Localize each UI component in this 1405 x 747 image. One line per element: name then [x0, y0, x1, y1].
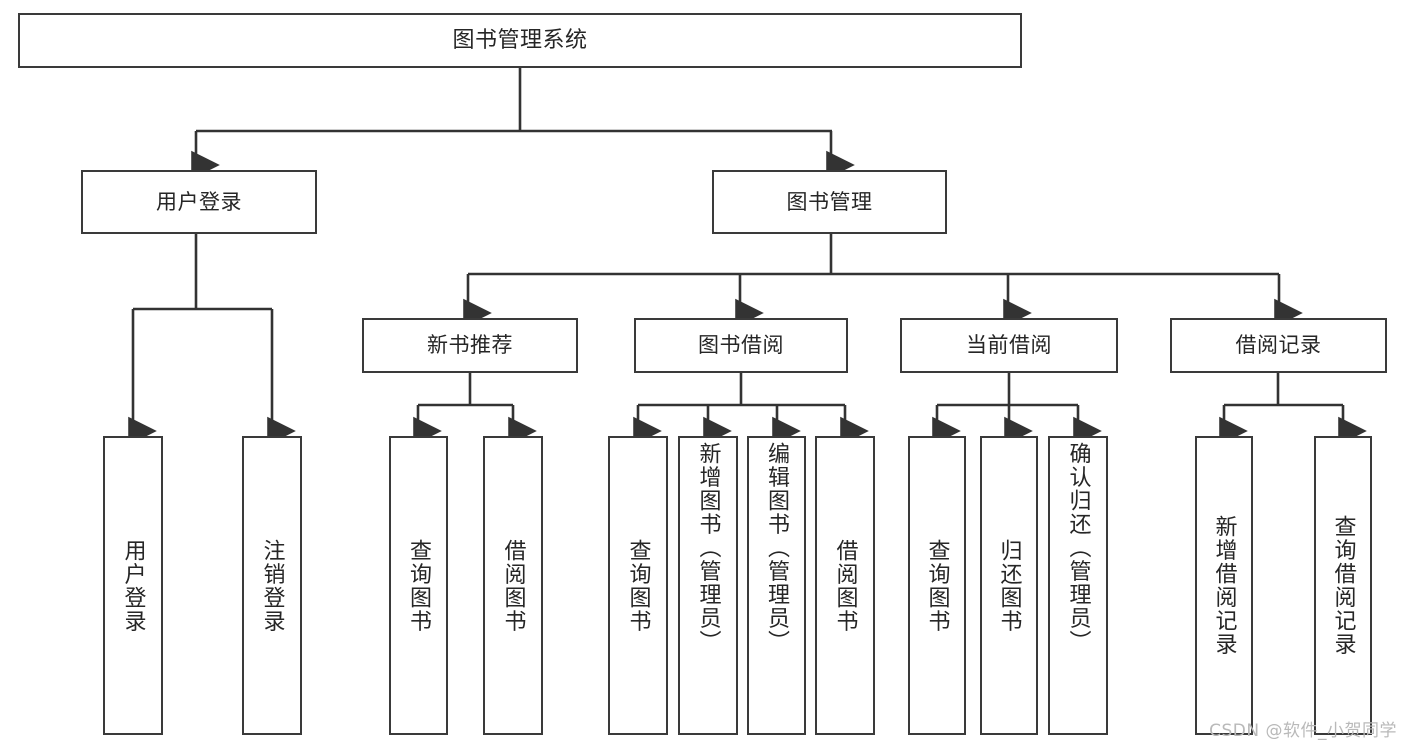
node-leaf-logout[interactable]: 注销登录 — [242, 436, 302, 735]
node-leaf-confirm-return[interactable]: 确认归还（管理员） — [1048, 436, 1108, 735]
node-leaf-query-book-2[interactable]: 查询图书 — [608, 436, 668, 735]
node-leaf-logout-label: 注销登录 — [259, 538, 285, 633]
node-book-manage-label: 图书管理 — [786, 189, 873, 214]
node-leaf-query-book-2-label: 查询图书 — [625, 538, 651, 633]
node-leaf-borrow-book-2[interactable]: 借阅图书 — [815, 436, 875, 735]
node-borrow-record[interactable]: 借阅记录 — [1170, 318, 1387, 373]
node-leaf-add-book-label: 新增图书（管理员） — [695, 442, 721, 654]
node-leaf-add-record[interactable]: 新增借阅记录 — [1195, 436, 1253, 735]
node-new-book-rec-label: 新书推荐 — [427, 333, 513, 358]
node-leaf-borrow-book-1[interactable]: 借阅图书 — [483, 436, 543, 735]
node-root[interactable]: 图书管理系统 — [18, 13, 1022, 68]
node-book-manage[interactable]: 图书管理 — [712, 170, 947, 234]
node-current-borrow[interactable]: 当前借阅 — [900, 318, 1118, 373]
node-leaf-query-book-3[interactable]: 查询图书 — [908, 436, 966, 735]
watermark-label: CSDN @软件_小贺同学 — [1209, 721, 1397, 741]
node-leaf-query-book-3-label: 查询图书 — [924, 538, 950, 633]
node-leaf-user-login[interactable]: 用户登录 — [103, 436, 163, 735]
node-new-book-rec[interactable]: 新书推荐 — [362, 318, 578, 373]
node-leaf-query-record[interactable]: 查询借阅记录 — [1314, 436, 1372, 735]
node-leaf-borrow-book-1-label: 借阅图书 — [500, 538, 526, 633]
node-book-borrow-label: 图书借阅 — [698, 333, 784, 358]
node-leaf-query-book-1-label: 查询图书 — [406, 538, 432, 633]
node-borrow-record-label: 借阅记录 — [1235, 333, 1322, 358]
node-leaf-query-book-1[interactable]: 查询图书 — [389, 436, 448, 735]
node-leaf-user-login-label: 用户登录 — [120, 538, 146, 633]
node-leaf-borrow-book-2-label: 借阅图书 — [832, 538, 858, 633]
node-user-login[interactable]: 用户登录 — [81, 170, 317, 234]
node-user-login-label: 用户登录 — [156, 189, 242, 214]
node-leaf-add-book[interactable]: 新增图书（管理员） — [678, 436, 738, 735]
node-leaf-return-book[interactable]: 归还图书 — [980, 436, 1038, 735]
node-leaf-confirm-return-label: 确认归还（管理员） — [1065, 442, 1091, 654]
node-leaf-edit-book-label: 编辑图书（管理员） — [764, 442, 790, 654]
node-book-borrow[interactable]: 图书借阅 — [634, 318, 848, 373]
node-leaf-query-record-label: 查询借阅记录 — [1330, 515, 1356, 656]
node-leaf-edit-book[interactable]: 编辑图书（管理员） — [747, 436, 806, 735]
node-current-borrow-label: 当前借阅 — [966, 333, 1052, 358]
node-root-label: 图书管理系统 — [452, 27, 588, 53]
node-leaf-add-record-label: 新增借阅记录 — [1211, 515, 1237, 656]
node-leaf-return-book-label: 归还图书 — [996, 538, 1022, 633]
